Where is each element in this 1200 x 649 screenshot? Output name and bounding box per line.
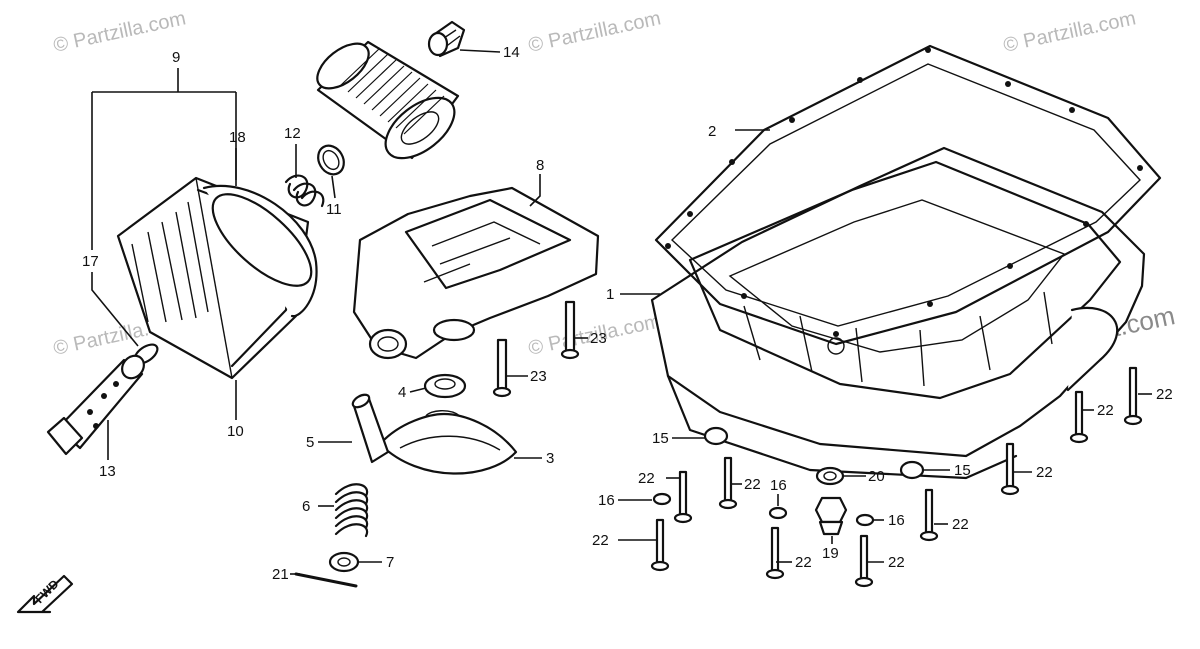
callout-17[interactable]: 17 <box>82 253 99 270</box>
callout-4[interactable]: 4 <box>398 384 406 401</box>
callout-22-e[interactable]: 22 <box>888 554 905 571</box>
callout-6[interactable]: 6 <box>302 498 310 515</box>
callout-1[interactable]: 1 <box>606 286 614 303</box>
part-16-washers[interactable] <box>652 492 875 527</box>
watermark: © Partzilla.com <box>1001 7 1137 57</box>
callout-23-a[interactable]: 23 <box>590 330 607 347</box>
callout-13[interactable]: 13 <box>99 463 116 480</box>
callout-18[interactable]: 18 <box>229 129 246 146</box>
part-10-filter-cover[interactable] <box>116 176 325 380</box>
callout-22-d[interactable]: 22 <box>795 554 812 571</box>
callout-22-f[interactable]: 22 <box>952 516 969 533</box>
part-20-washer[interactable] <box>815 466 845 486</box>
callout-15-b[interactable]: 15 <box>954 462 971 479</box>
part-11-o-ring[interactable] <box>313 141 349 179</box>
leader-lines <box>91 49 1152 575</box>
part-6-spring[interactable] <box>334 483 369 538</box>
callout-22-c[interactable]: 22 <box>592 532 609 549</box>
callout-8[interactable]: 8 <box>536 157 544 174</box>
callout-21[interactable]: 21 <box>272 566 289 583</box>
watermark: © Partzilla.com <box>526 7 662 57</box>
callout-22-g[interactable]: 22 <box>1036 464 1053 481</box>
part-5-spacer[interactable] <box>351 392 390 464</box>
part-7-washer[interactable] <box>328 551 360 573</box>
callout-20[interactable]: 20 <box>868 468 885 485</box>
callout-labels: 9 18 12 11 17 10 13 14 8 2 1 4 5 3 6 7 2… <box>82 44 1173 583</box>
callout-16-b[interactable]: 16 <box>770 477 787 494</box>
part-19-drain-plug[interactable] <box>814 496 848 536</box>
callout-3[interactable]: 3 <box>546 450 554 467</box>
part-8-oil-strainer-housing[interactable] <box>352 186 600 360</box>
callout-22-i[interactable]: 22 <box>1156 386 1173 403</box>
callout-16-a[interactable]: 16 <box>598 492 615 509</box>
callout-12[interactable]: 12 <box>284 125 301 142</box>
callout-11[interactable]: 11 <box>326 201 342 218</box>
part-oil-filter-element[interactable] <box>310 35 466 170</box>
callout-23-b[interactable]: 23 <box>530 368 547 385</box>
part-1-oil-pan[interactable] <box>650 146 1146 480</box>
callout-10[interactable]: 10 <box>227 423 244 440</box>
fwd-arrow-icon <box>16 574 74 614</box>
callout-7[interactable]: 7 <box>386 554 394 571</box>
part-14-filter-bolt[interactable] <box>427 20 466 58</box>
part-23-bolts[interactable] <box>492 300 580 398</box>
callout-22-h[interactable]: 22 <box>1097 402 1114 419</box>
callout-19[interactable]: 19 <box>822 545 839 562</box>
fwd-direction-indicator: FWD <box>16 574 74 614</box>
part-22-bolts[interactable] <box>650 366 1143 588</box>
callout-5[interactable]: 5 <box>306 434 314 451</box>
part-21-pin[interactable] <box>294 572 358 588</box>
callout-16-c[interactable]: 16 <box>888 512 905 529</box>
part-13-oil-pipe-bolt[interactable] <box>46 351 148 456</box>
watermark: © Partzilla.com <box>51 7 187 57</box>
part-4-seal[interactable] <box>423 373 467 399</box>
callout-14[interactable]: 14 <box>503 44 520 61</box>
callout-22-a[interactable]: 22 <box>638 470 655 487</box>
callout-9[interactable]: 9 <box>172 49 180 66</box>
part-15-clip[interactable] <box>703 426 925 480</box>
part-3-oil-strainer[interactable] <box>378 410 518 475</box>
part-12-spring[interactable] <box>284 174 325 208</box>
callout-2[interactable]: 2 <box>708 123 716 140</box>
callout-22-b[interactable]: 22 <box>744 476 761 493</box>
callout-15-a[interactable]: 15 <box>652 430 669 447</box>
part-2-gasket[interactable] <box>654 44 1162 346</box>
